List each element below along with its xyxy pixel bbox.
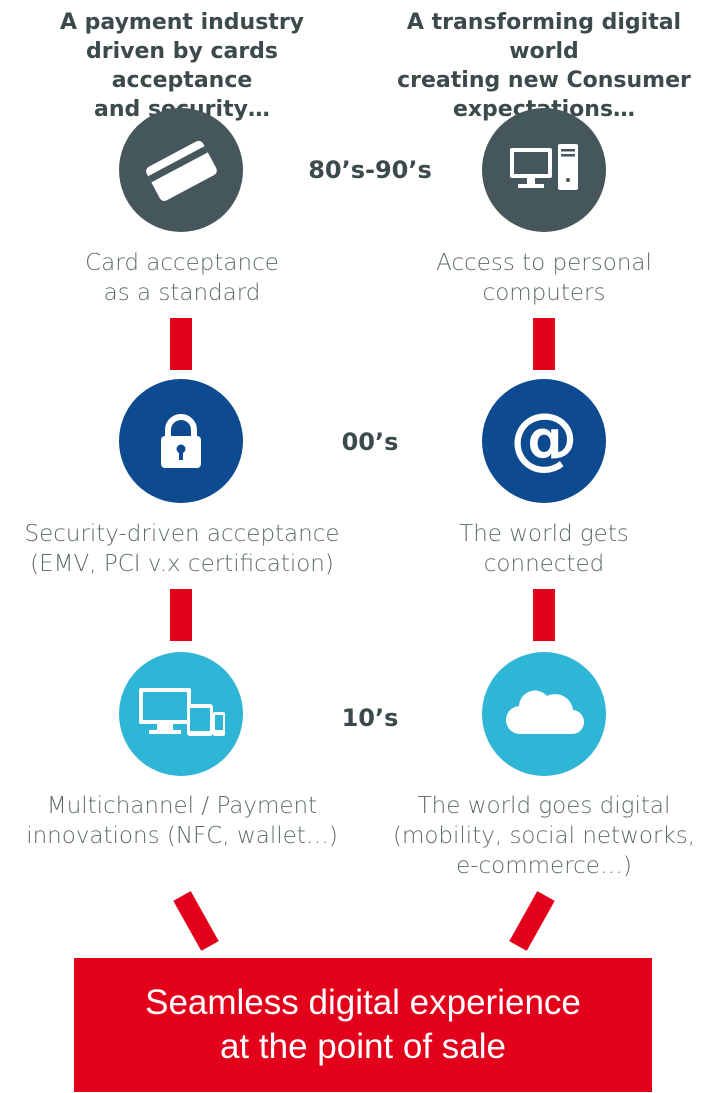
- right-diagonal-connector: [509, 891, 555, 951]
- result-line-2: at the point of sale: [219, 1027, 507, 1066]
- security-circle: [119, 379, 243, 503]
- credit-card-icon: [146, 140, 217, 201]
- left-column-header: A payment industry driven by cards accep…: [59, 10, 305, 122]
- padlock-icon: [161, 414, 201, 468]
- left-diagonal-connector: [173, 891, 219, 951]
- world-digital-label: The world goes digital (mobility, social…: [392, 793, 696, 879]
- multi-device-icon: [139, 688, 225, 736]
- personal-computers-label: Access to personal computers: [436, 250, 652, 306]
- right-connector-2: [533, 589, 555, 641]
- multichannel-circle: [119, 652, 243, 776]
- era-label-10s: 10’s: [341, 704, 399, 732]
- security-acceptance-label: Security-driven acceptance (EMV, PCI v.x…: [24, 521, 340, 577]
- era-label-00s: 00’s: [341, 428, 399, 456]
- right-connector-1: [533, 318, 555, 370]
- cloud-icon: [505, 690, 585, 735]
- left-connector-2: [170, 589, 192, 641]
- era-label-80s-90s: 80’s-90’s: [308, 156, 432, 184]
- card-acceptance-label: Card acceptance as a standard: [85, 250, 279, 306]
- left-connector-1: [170, 318, 192, 370]
- svg-text:@: @: [510, 399, 578, 478]
- personal-computer-circle: [482, 108, 606, 232]
- multichannel-label: Multichannel / Payment innovations (NFC,…: [26, 793, 338, 849]
- result-box: Seamless digital experience at the point…: [74, 958, 652, 1092]
- right-column-header: A transforming digital world creating ne…: [397, 10, 691, 122]
- world-connected-label: The world gets connected: [459, 521, 629, 577]
- digital-circle: [482, 652, 606, 776]
- result-line-1: Seamless digital experience: [145, 983, 581, 1022]
- at-sign-icon: @: [510, 399, 578, 478]
- card-acceptance-circle: [119, 108, 243, 232]
- converging-connectors: [173, 891, 555, 951]
- connected-circle: @: [482, 379, 606, 503]
- desktop-computer-icon: [510, 144, 578, 190]
